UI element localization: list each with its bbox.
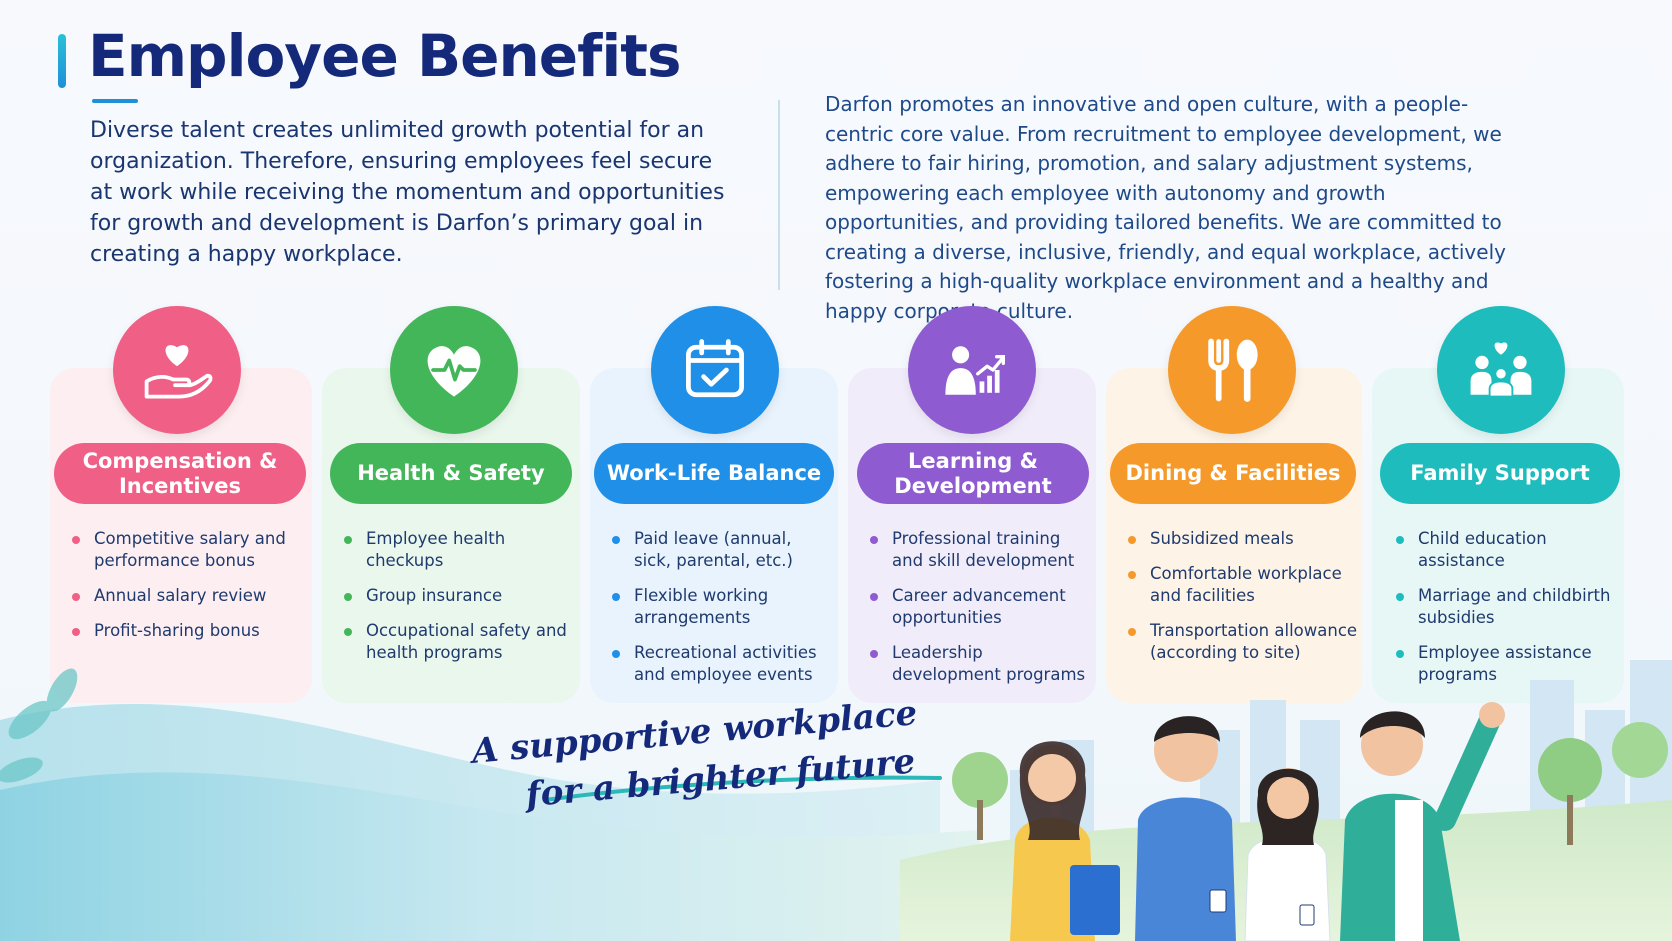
list-item: Comfortable workplace and facilities [1128,563,1358,607]
intro-text-right: Darfon promotes an innovative and open c… [825,92,1506,323]
benefit-list-compensation: Competitive salary and performance bonus… [72,528,297,655]
list-item: Annual salary review [72,585,297,607]
calendar-check-icon [651,306,779,434]
benefit-pill-dining: Dining & Facilities [1110,443,1356,504]
benefit-list-learning: Professional training and skill developm… [870,528,1092,699]
list-item: Marriage and childbirth subsidies [1396,585,1618,629]
heart-hand-icon [113,306,241,434]
benefit-list-health: Employee health checkups Group insurance… [344,528,574,677]
employees-group [1010,702,1505,941]
benefit-list-worklife: Paid leave (annual, sick, parental, etc.… [612,528,832,699]
benefit-pill-compensation: Compensation & Incentives [54,443,306,504]
tree-decoration [952,722,1668,845]
list-item: Recreational activities and employee eve… [612,642,832,686]
bullet-dot [870,593,878,601]
list-item: Child education assistance [1396,528,1618,572]
bullet-dot [72,628,80,636]
benefit-pill-health: Health & Safety [330,443,572,504]
list-item: Paid leave (annual, sick, parental, etc.… [612,528,832,572]
list-item: Subsidized meals [1128,528,1358,550]
growth-chart-icon [908,306,1036,434]
bullet-dot [870,650,878,658]
family-icon [1437,306,1565,434]
intro-text-left: Diverse talent creates unlimited growth … [90,118,725,267]
bullet-dot [1128,536,1136,544]
intro-divider [778,100,780,290]
benefit-list-family: Child education assistance Marriage and … [1396,528,1618,699]
leaf-decoration [0,668,78,783]
list-item: Leadership development programs [870,642,1092,686]
list-item: Employee health checkups [344,528,574,572]
list-item: Flexible working arrangements [612,585,832,629]
bullet-dot [1396,536,1404,544]
bullet-dot [612,650,620,658]
benefit-pill-learning: Learning & Development [857,443,1089,504]
bullet-dot [1396,650,1404,658]
fork-spoon-icon [1168,306,1296,434]
bullet-dot [344,628,352,636]
bullet-dot [1128,571,1136,579]
page-title: Employee Benefits [88,22,682,90]
list-item: Transportation allowance (according to s… [1128,620,1358,664]
list-item: Profit-sharing bonus [72,620,297,642]
list-item: Competitive salary and performance bonus [72,528,297,572]
workplace-illustration [0,660,1672,941]
list-item: Career advancement opportunities [870,585,1092,629]
bullet-dot [1128,628,1136,636]
heartbeat-icon [390,306,518,434]
bullet-dot [344,536,352,544]
bullet-dot [344,593,352,601]
benefit-pill-worklife: Work-Life Balance [594,443,834,504]
bullet-dot [612,536,620,544]
list-item: Group insurance [344,585,574,607]
bullet-dot [612,593,620,601]
bullet-dot [870,536,878,544]
benefit-pill-family: Family Support [1380,443,1620,504]
list-item: Professional training and skill developm… [870,528,1092,572]
list-item: Occupational safety and health programs [344,620,574,664]
list-item: Employee assistance programs [1396,642,1618,686]
bullet-dot [72,536,80,544]
bullet-dot [1396,593,1404,601]
benefit-list-dining: Subsidized meals Comfortable workplace a… [1128,528,1358,677]
title-underline [92,99,138,103]
bullet-dot [72,593,80,601]
title-accent-bar [58,34,66,88]
